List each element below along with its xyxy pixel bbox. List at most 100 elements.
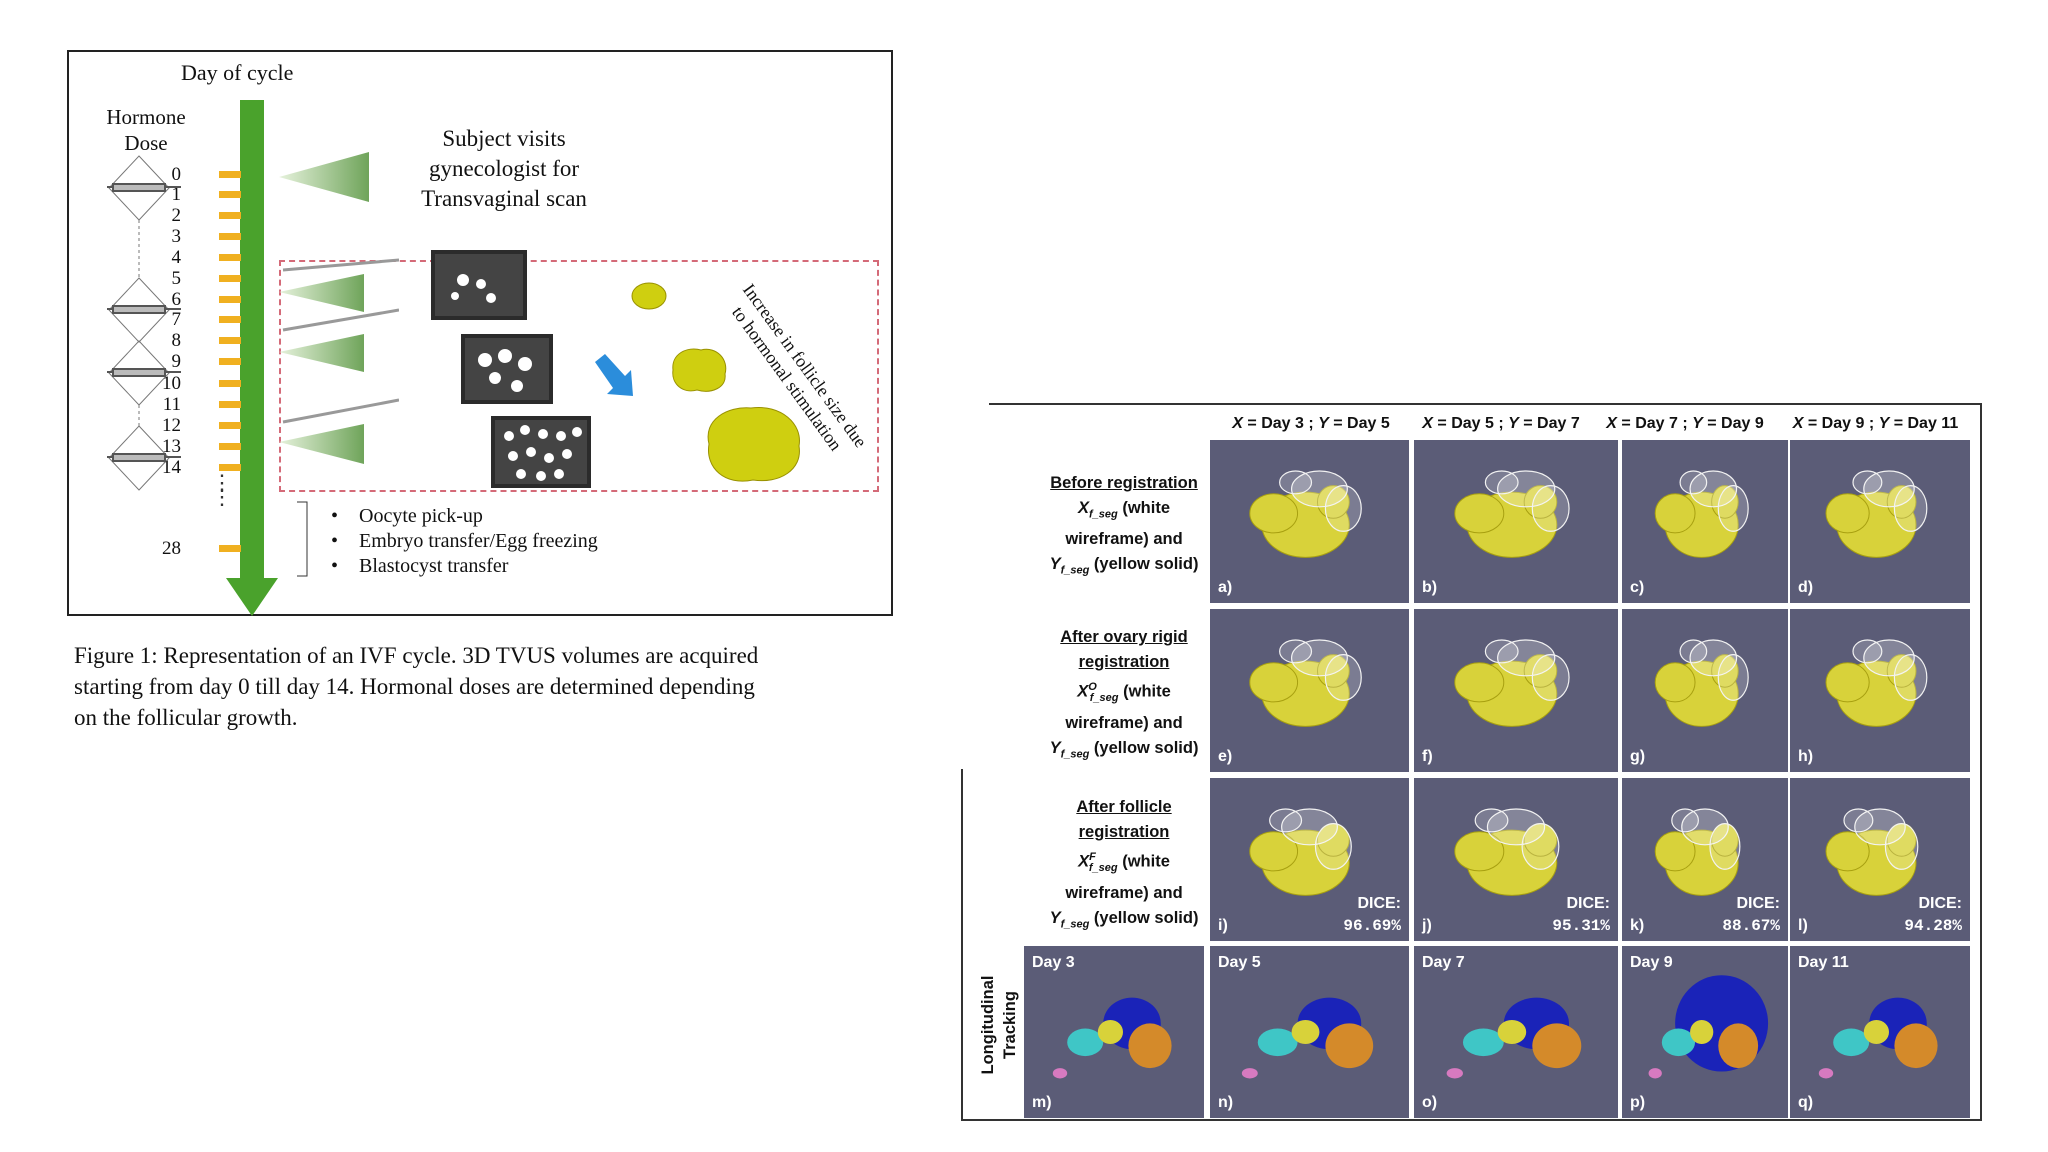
day-tick-4 — [219, 254, 241, 261]
frame-top — [989, 403, 1982, 405]
row-header-follicle: After follicle registration XFf_seg (whi… — [1049, 798, 1199, 931]
panel-a: a) — [1210, 440, 1409, 603]
day-number-4: 4 — [171, 247, 182, 268]
column-header-1: X = Day 3 ; Y = Day 5 — [1213, 415, 1409, 433]
panel-h: h) — [1790, 609, 1970, 772]
panel-label: q) — [1798, 1094, 1814, 1111]
follicle-large — [707, 406, 800, 482]
column-header-4: X = Day 9 ; Y = Day 11 — [1773, 415, 1978, 433]
panel-label: p) — [1630, 1094, 1646, 1111]
segmentation-render — [1648, 975, 1769, 1079]
column-header-part: = Day 5 ; — [1432, 415, 1509, 432]
column-header-part: X — [1792, 415, 1804, 432]
panel-k: k)DICE:88.67% — [1622, 778, 1788, 941]
segmentation-render — [1249, 470, 1362, 558]
day-number-13: 13 — [162, 436, 181, 457]
outcome-item: •Embryo transfer/Egg freezing — [331, 529, 598, 554]
day-tick-7 — [219, 316, 241, 323]
panel-label: f) — [1422, 748, 1433, 765]
day-tick-8 — [219, 337, 241, 344]
scan-beam-icon — [279, 152, 369, 202]
day-tick-13 — [219, 443, 241, 450]
tracking-day-label: Day 11 — [1798, 954, 1849, 971]
panel-label: j) — [1422, 917, 1432, 934]
day-number-5: 5 — [171, 268, 182, 289]
segmentation-render — [1825, 470, 1928, 558]
dice-score: DICE:96.69% — [1343, 893, 1401, 937]
panel-label: h) — [1798, 748, 1814, 765]
column-header-part: = Day 7 — [1518, 415, 1580, 432]
dice-value: 94.28% — [1904, 917, 1962, 935]
day-number-14: 14 — [162, 457, 181, 478]
dice-label: DICE: — [1736, 895, 1780, 912]
panel-label: e) — [1218, 748, 1233, 765]
ultrasound-image-3 — [491, 416, 591, 488]
day-number-2: 2 — [171, 205, 182, 226]
column-header-part: X — [1232, 415, 1243, 432]
panel-n: n)Day 5 — [1210, 946, 1409, 1118]
panel-label: i) — [1218, 917, 1228, 934]
scan-sessions-box — [279, 260, 879, 492]
day-tick-3 — [219, 233, 241, 240]
day-tick-10 — [219, 380, 241, 387]
outcome-text: Embryo transfer/Egg freezing — [359, 530, 598, 552]
column-header-2: X = Day 5 ; Y = Day 7 — [1404, 415, 1598, 433]
day-tick-6 — [219, 296, 241, 303]
column-header-part: = Day 3 ; — [1242, 415, 1319, 432]
frame-bottom — [989, 1119, 1982, 1121]
panel-i: i) DICE:96.69% — [1210, 778, 1409, 941]
hormone-dose-title: Hormone Dose — [106, 105, 186, 155]
segmentation-render — [1241, 997, 1374, 1079]
panel-label: o) — [1422, 1094, 1438, 1111]
day-number-7: 7 — [171, 309, 182, 330]
dice-label: DICE: — [1918, 895, 1962, 912]
ultrasound-image-1 — [431, 250, 527, 320]
ultrasound-image-2 — [461, 334, 553, 404]
frame-right — [1980, 403, 1982, 1121]
column-header-part: = Day 7 ; — [1616, 415, 1693, 432]
column-header-part: X — [1422, 415, 1433, 432]
segmentation-render — [1446, 997, 1582, 1079]
panel-label: n) — [1218, 1094, 1234, 1111]
day-tick-5 — [219, 275, 241, 282]
gyneco-visit-text: Subject visits gynecologist for Transvag… — [421, 126, 587, 211]
panel-g: g) — [1622, 609, 1788, 772]
ellipsis-dots: ⋮⋮ — [211, 470, 233, 509]
dice-label: DICE: — [1566, 895, 1610, 912]
panel-q: q) Day 11 — [1790, 946, 1970, 1118]
day-number-1: 1 — [171, 184, 182, 205]
segmentation-render — [1654, 639, 1749, 727]
column-header-part: Y — [1318, 415, 1329, 432]
syringe-dose-icons — [107, 155, 181, 491]
segmentation-render — [1654, 470, 1749, 558]
day-number-0: 0 — [171, 164, 182, 185]
bullet-icon: • — [331, 555, 339, 577]
column-header-part: = Day 9 — [1702, 415, 1764, 432]
segmentation-render — [1249, 639, 1362, 727]
panel-label: g) — [1630, 748, 1646, 765]
growth-arrow-icon — [595, 354, 633, 396]
day-tick-11 — [219, 401, 241, 408]
panel-p: p) Day 9 — [1622, 946, 1788, 1118]
column-header-3: X = Day 7 ; Y = Day 9 — [1600, 415, 1770, 433]
probe-scans — [279, 258, 399, 464]
column-header-part: = Day 5 — [1328, 415, 1390, 432]
dice-value: 88.67% — [1722, 917, 1780, 935]
day-tick-28 — [219, 545, 241, 552]
frame-left — [961, 769, 963, 1121]
outcome-text: Blastocyst transfer — [359, 555, 509, 577]
outcome-bracket — [297, 501, 308, 577]
day-tick-9 — [219, 358, 241, 365]
panel-label: l) — [1798, 917, 1808, 934]
day-number-12: 12 — [162, 415, 181, 436]
dice-label: DICE: — [1357, 895, 1401, 912]
dice-score: DICE: 94.28% — [1904, 893, 1962, 937]
segmentation-render — [1825, 639, 1928, 727]
panel-label: a) — [1218, 579, 1233, 596]
outcome-text: Oocyte pick-up — [359, 505, 483, 527]
tracking-day-label: Day 9 — [1630, 954, 1673, 971]
tracking-day-label: Day 7 — [1422, 954, 1465, 971]
day-number-10: 10 — [162, 373, 181, 394]
row-header-before: Before registration Xf_seg (white wirefr… — [1049, 474, 1199, 577]
